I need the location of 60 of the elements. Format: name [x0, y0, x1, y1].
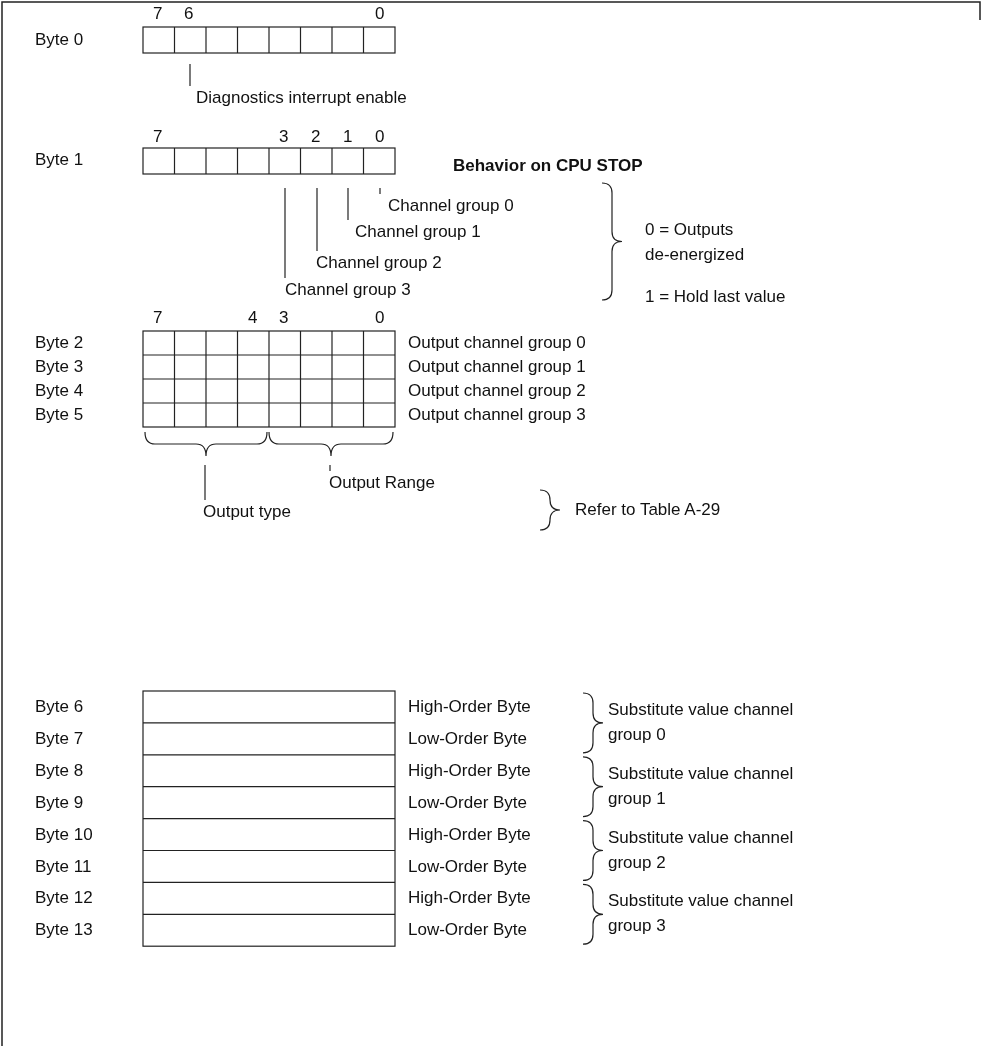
byte-label: Byte 13	[35, 919, 93, 942]
leader-line	[284, 187, 286, 279]
leader-text: Output Range	[329, 472, 435, 494]
byte-description: High-Order Byte	[408, 759, 531, 782]
leader-line	[329, 464, 331, 472]
leader-line	[316, 187, 318, 252]
byte-label: Byte 4	[35, 380, 84, 402]
row-description: Output channel group 0	[408, 332, 586, 354]
bit-number: 3	[279, 126, 289, 148]
byte-label: Byte 9	[35, 791, 84, 814]
row-description: Output channel group 1	[408, 356, 586, 378]
bit-number: 2	[311, 126, 321, 148]
byte-description: Low-Order Byte	[408, 727, 528, 750]
byte-label: Byte 3	[35, 356, 84, 378]
substitute-value-note: Substitute value channel group 0	[608, 698, 795, 746]
bit-number: 6	[184, 3, 194, 25]
byte-label: Byte 0	[35, 29, 84, 51]
leader-line	[204, 464, 206, 501]
substitute-value-note: Substitute value channel group 1	[608, 762, 795, 810]
substitute-value-note: Substitute value channel group 2	[608, 826, 795, 874]
bit-number: 0	[375, 3, 385, 25]
value-note: 0 = Outputs de-energized	[645, 219, 746, 266]
byte-description: High-Order Byte	[408, 823, 531, 846]
byte-description: High-Order Byte	[408, 696, 531, 718]
leader-text: Channel group 1	[355, 221, 481, 243]
byte-label: Byte 10	[35, 823, 93, 846]
leader-text: Diagnostics interrupt enable	[196, 87, 407, 109]
leader-text: Channel group 3	[285, 279, 411, 301]
bit-number: 7	[153, 3, 163, 25]
bit-number: 4	[248, 307, 258, 329]
heading: Behavior on CPU STOP	[453, 155, 643, 177]
byte-label: Byte 2	[35, 332, 84, 354]
leader-text: Channel group 0	[388, 195, 514, 217]
byte-description: Low-Order Byte	[408, 919, 528, 942]
bit-number: 0	[375, 126, 385, 148]
byte-label: Byte 7	[35, 727, 84, 750]
leader-line	[347, 187, 349, 221]
leader-text: Channel group 2	[316, 252, 442, 274]
row-description: Output channel group 2	[408, 380, 586, 402]
byte-label: Byte 5	[35, 404, 84, 426]
row-description: Output channel group 3	[408, 404, 586, 426]
byte-label: Byte 1	[35, 149, 84, 171]
bit-number: 7	[153, 126, 163, 148]
byte-description: Low-Order Byte	[408, 791, 528, 814]
byte-label: Byte 12	[35, 887, 93, 910]
byte-label: Byte 6	[35, 696, 84, 718]
leader-line	[189, 63, 191, 87]
bit-number: 1	[343, 126, 353, 148]
bit-number: 0	[375, 307, 385, 329]
byte-description: High-Order Byte	[408, 887, 531, 910]
bit-number: 3	[279, 307, 289, 329]
byte-label: Byte 11	[35, 855, 92, 878]
leader-text: Output type	[203, 501, 291, 523]
value-note: 1 = Hold last value	[645, 286, 786, 308]
substitute-value-note: Substitute value channel group 3	[608, 890, 795, 938]
byte-label: Byte 8	[35, 759, 84, 782]
byte-description: Low-Order Byte	[408, 855, 528, 878]
bit-number: 7	[153, 307, 163, 329]
leader-line	[379, 187, 381, 195]
reference-note: Refer to Table A-29	[575, 499, 721, 521]
